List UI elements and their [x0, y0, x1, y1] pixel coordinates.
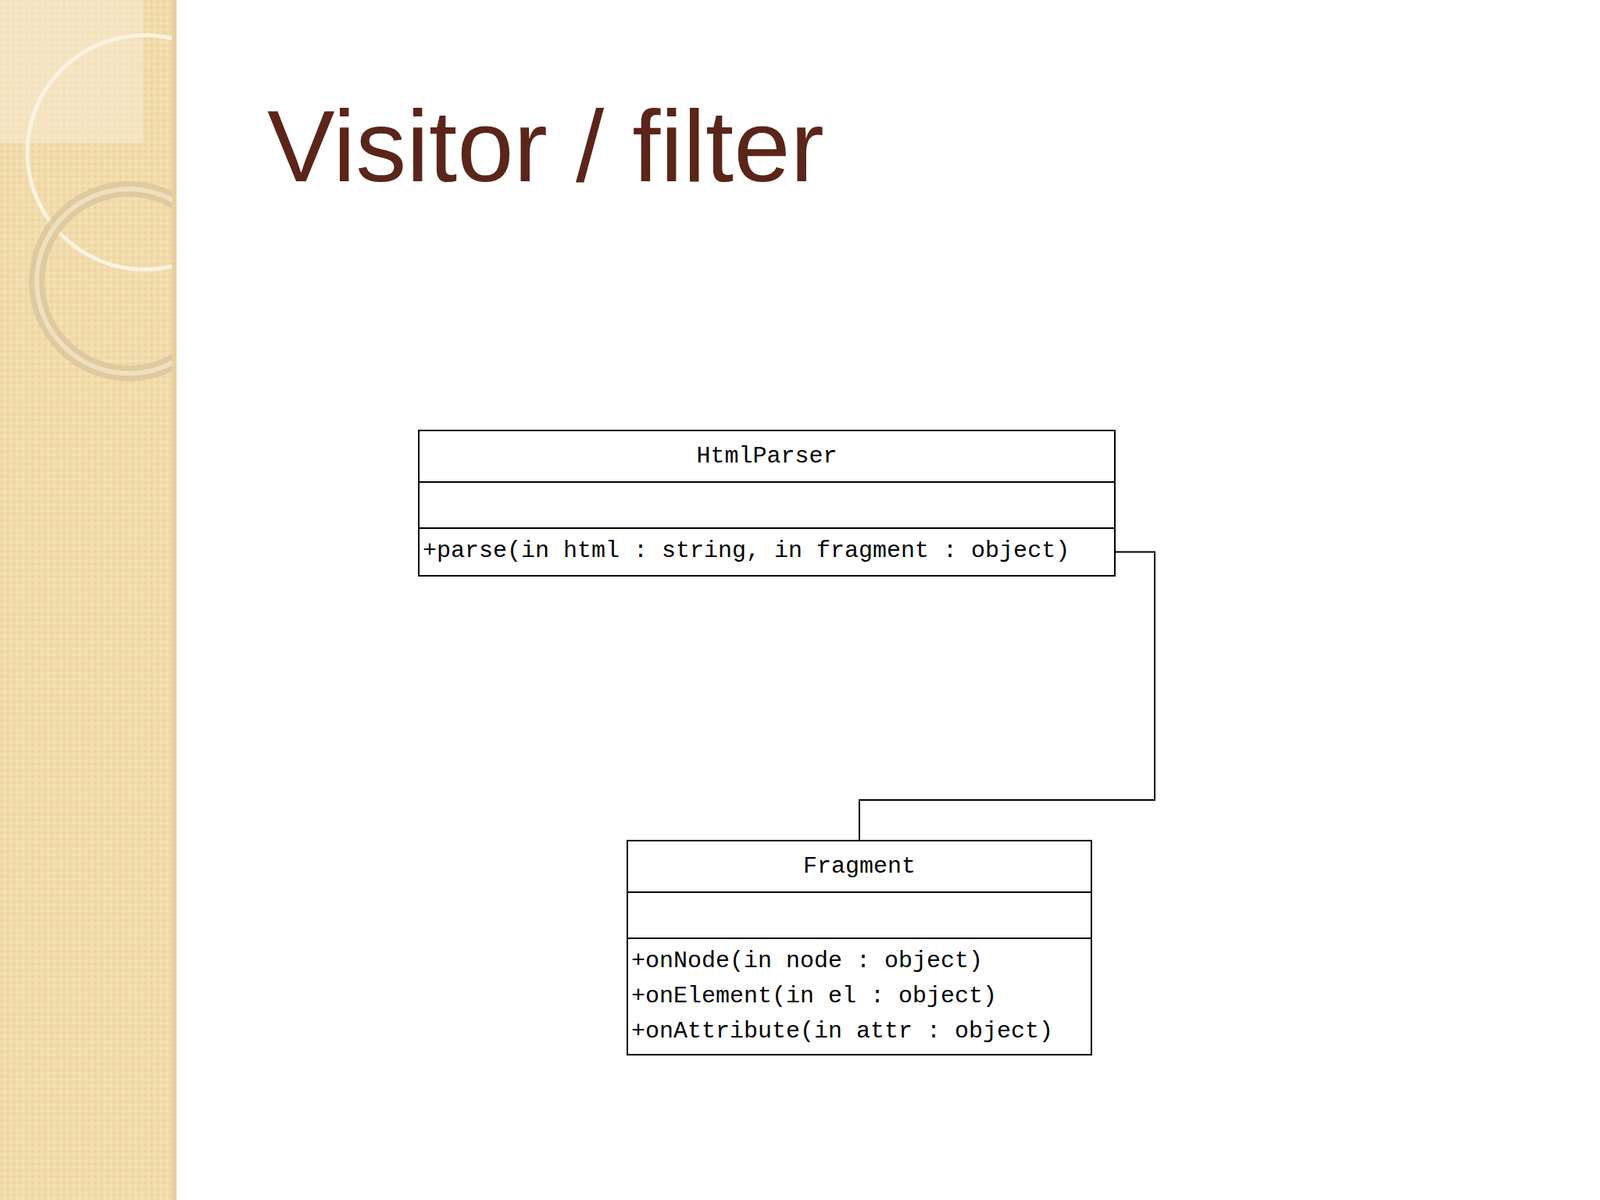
operation: +onNode(in node : object): [631, 943, 1088, 979]
class-box: HtmlParser +parse(in html : string, in fr…: [417, 429, 1116, 577]
operation-row: +onNode(in node : object)+onElement(in e…: [628, 939, 1091, 1054]
class-name-row: Fragment: [628, 841, 1091, 893]
slide-title: Visitor / filter: [267, 95, 825, 197]
side-band: [0, 0, 177, 1200]
class-name: Fragment: [803, 849, 916, 885]
class-box: Fragment +onNode(in node : object)+onElem…: [626, 839, 1093, 1056]
class-name: HtmlParser: [696, 439, 837, 475]
operation-row: +parse(in html : string, in fragment : o…: [419, 528, 1115, 575]
class-name-row: HtmlParser: [419, 431, 1115, 483]
operation: +onAttribute(in attr : object): [631, 1014, 1088, 1050]
attribute-row: [419, 482, 1115, 529]
attribute-row: [628, 892, 1091, 940]
operation: +parse(in html : string, in fragment : o…: [422, 533, 1111, 569]
association-line: [859, 552, 1155, 841]
operation: +onElement(in el : object): [631, 978, 1088, 1015]
